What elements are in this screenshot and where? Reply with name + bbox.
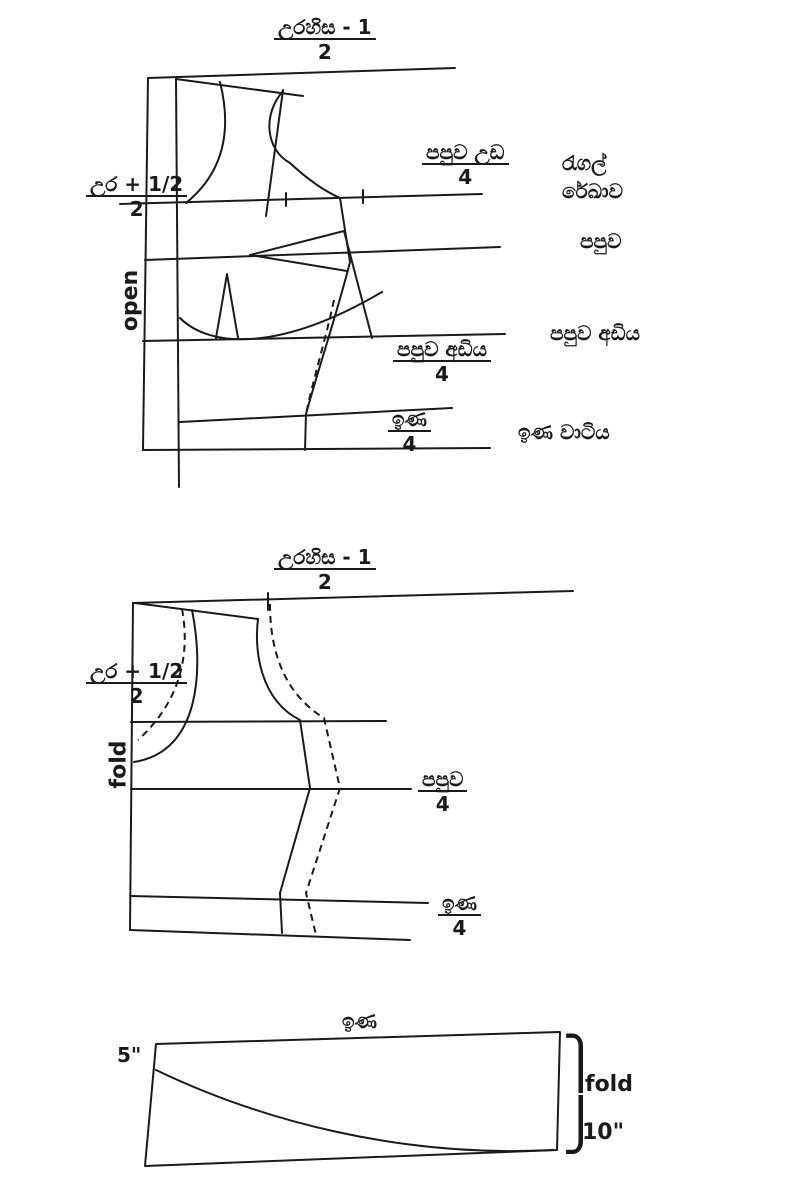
d1-chest-fraction: උර + 1/2 2 (86, 172, 188, 221)
hem-line-2 (129, 929, 411, 941)
d1-under-chest-fraction: පපුව අඩිය 4 (393, 338, 491, 386)
left-edge-line (142, 77, 149, 451)
d1-waist-bar (388, 430, 431, 432)
neck-curve-2-dashed (137, 608, 186, 741)
d2-chest-numerator: උර + 1/2 (90, 659, 184, 683)
d1-under-chest-label: පපුව අඩිය (550, 321, 640, 345)
chest-line (144, 246, 501, 261)
d1-chest-denominator: 2 (129, 197, 144, 221)
d2-shoulder-numerator: උරහිස - 1 (278, 545, 372, 569)
waist-line (179, 407, 453, 423)
d2-shoulder-denominator: 2 (317, 570, 332, 594)
d1-raglan-label: රැගල් (562, 151, 607, 175)
d3-waist-label: ඉණ (342, 1009, 377, 1033)
d3-fold-brace-top: ⎫ (562, 1034, 600, 1092)
d3-right-measure: 10" (582, 1120, 625, 1145)
neck-curve (185, 81, 227, 204)
d2-bust-bar (418, 790, 468, 792)
armhole-curve-2-dashed (269, 603, 342, 936)
side-seam-dashed (305, 299, 335, 415)
d2-waist-fraction: ඉණ 4 (438, 892, 481, 940)
d1-chest-label: පපුව (580, 229, 622, 253)
under-chest-curve (179, 291, 383, 341)
d1-upper-chest-denominator: 4 (458, 165, 473, 189)
d2-shoulder-fraction: උරහිස - 1 2 (274, 546, 376, 594)
waistband-piece (144, 1031, 561, 1167)
d2-bust-fraction: පපුව 4 (418, 767, 468, 816)
d1-shoulder-numerator: උරහිස - 1 (278, 15, 372, 39)
d1-upper-chest-numerator: පපුව උඩ (426, 140, 505, 164)
waist-dart (215, 273, 239, 339)
armhole-curve-2 (255, 618, 311, 934)
shoulder-line-2 (134, 602, 259, 620)
neck-curve-2 (133, 609, 199, 763)
d2-bust-numerator: පපුව (422, 767, 464, 791)
left-edge-line-2 (129, 602, 134, 931)
top-guide-line (147, 67, 456, 79)
bodice-block-open (119, 67, 506, 488)
side-seam (304, 261, 351, 451)
d3-fold-brace-bottom: ⎭ (562, 1096, 600, 1154)
d1-side-label: open (118, 269, 144, 332)
d1-shoulder-bar (274, 38, 376, 40)
d1-upper-chest-bar (422, 163, 509, 165)
armscye-line-2 (130, 720, 387, 723)
raglan-side-line (343, 230, 373, 339)
d1-waist-numerator: ඉණ (392, 407, 427, 431)
d3-fold-label: fold (585, 1072, 633, 1097)
hem-line (142, 447, 491, 451)
armscye-guide-line (119, 193, 483, 205)
d2-chest-bar (86, 682, 188, 684)
d3-left-measure: 5" (117, 1043, 142, 1067)
chest-dart-upper (249, 230, 345, 256)
d2-waist-numerator: ඉණ (442, 891, 477, 915)
bodice-block-fold (129, 590, 574, 941)
top-guide-line-2 (132, 590, 574, 604)
d1-chest-bar (86, 195, 188, 197)
d1-under-chest-denominator: 4 (435, 362, 449, 386)
waist-line-2 (129, 895, 429, 904)
d2-chest-fraction: උර + 1/2 2 (86, 659, 188, 708)
raglan-line (265, 89, 284, 217)
chest-dart-lower (249, 254, 348, 272)
waistband-outline (144, 1031, 561, 1167)
d1-chest-numerator: උර + 1/2 (90, 172, 184, 196)
waistband-curve (155, 1069, 554, 1153)
d1-upper-chest-fraction: පපුව උඩ 4 (422, 141, 509, 189)
d2-bust-denominator: 4 (435, 792, 450, 816)
d1-shoulder-fraction: උරහිස - 1 2 (274, 16, 376, 64)
d2-waist-denominator: 4 (452, 916, 467, 940)
under-chest-line (142, 333, 506, 342)
d1-under-chest-numerator: පපුව අඩිය (397, 337, 487, 361)
d1-shoulder-denominator: 2 (317, 40, 332, 64)
shoulder-line (175, 78, 304, 97)
d2-shoulder-bar (274, 568, 376, 570)
d1-waist-hem-label: ඉණ වාටිය (518, 420, 610, 444)
center-front-line (175, 77, 180, 488)
d2-side-label: fold (106, 740, 132, 789)
d1-under-chest-bar (393, 360, 491, 362)
d1-waist-fraction: ඉණ 4 (388, 408, 431, 456)
d1-waist-denominator: 4 (402, 432, 417, 456)
d2-waist-bar (438, 914, 481, 916)
armhole-curve (268, 90, 341, 199)
d2-chest-denominator: 2 (129, 684, 144, 708)
d1-raglan-line-label: රේඛාව (562, 179, 623, 203)
